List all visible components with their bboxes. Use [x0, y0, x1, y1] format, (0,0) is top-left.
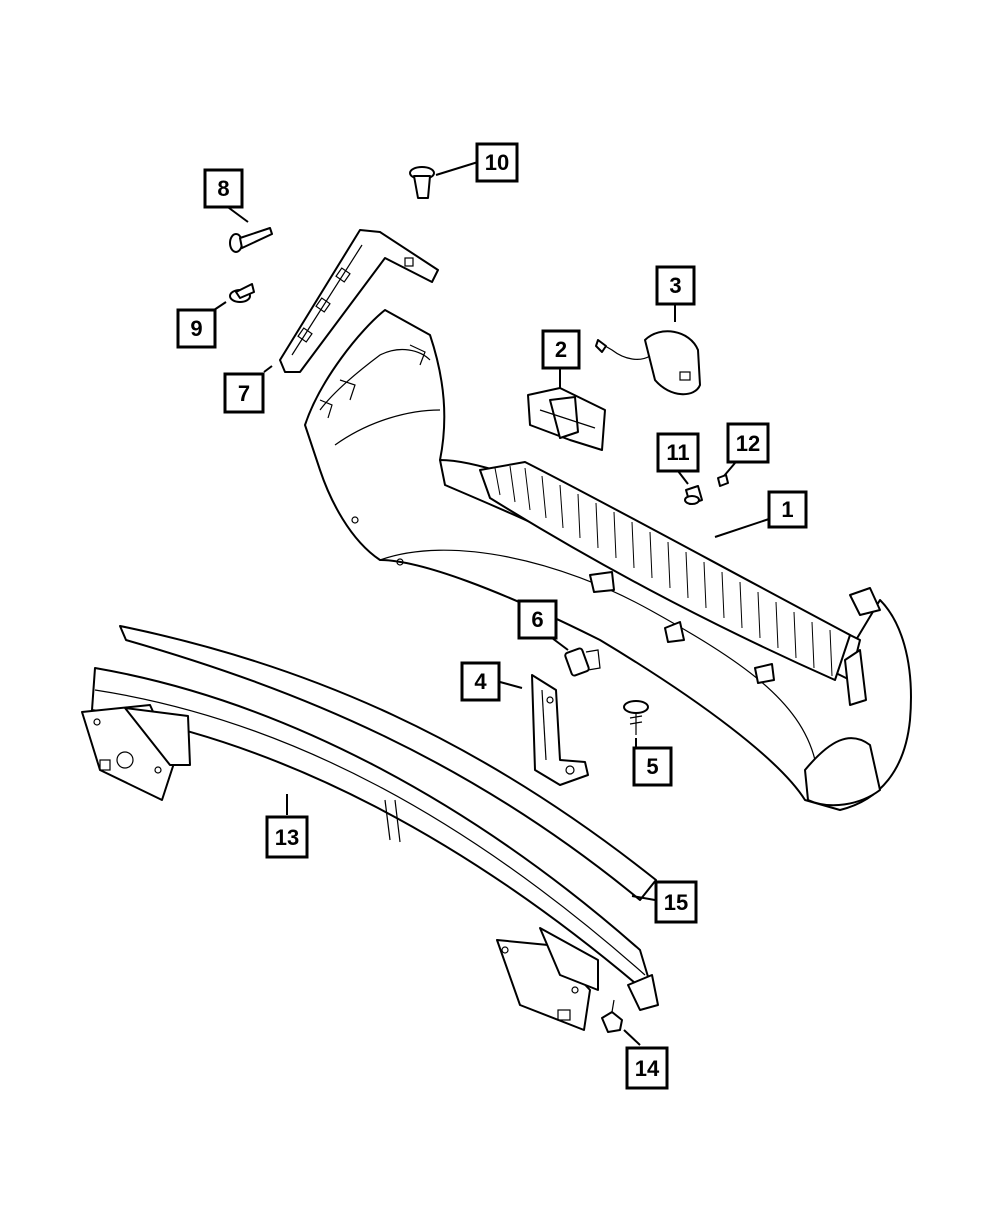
callout-15: 15 [654, 880, 698, 924]
part-2-license-lamp-bracket [527, 387, 606, 451]
callout-11-label: 11 [666, 440, 689, 465]
callout-9-label: 9 [190, 316, 202, 341]
callout-12-label: 12 [736, 431, 760, 456]
callout-2: 2 [541, 329, 581, 370]
part-6-bolt-icon [564, 647, 601, 677]
callout-14: 14 [625, 1046, 669, 1090]
callout-4-label: 4 [474, 669, 487, 694]
callout-7-label: 7 [238, 381, 250, 406]
part-11-nut-icon [684, 485, 703, 505]
callout-3-label: 3 [669, 273, 681, 298]
part-14-bolt-icon [601, 999, 623, 1033]
callout-10: 10 [475, 142, 519, 183]
part-8-push-pin-icon [229, 227, 273, 253]
callout-13: 13 [265, 815, 309, 859]
part-10-clip-icon [409, 166, 435, 199]
callout-1: 1 [767, 490, 808, 529]
callout-3: 3 [655, 265, 696, 306]
callout-1-label: 1 [781, 497, 793, 522]
callout-15-label: 15 [664, 890, 688, 915]
callout-5-label: 5 [646, 754, 658, 779]
callout-11: 11 [656, 432, 700, 473]
part-3-tow-hook-cover [595, 330, 701, 396]
part-7-fascia-support-bracket [279, 229, 439, 373]
callout-12: 12 [726, 422, 770, 464]
callout-9: 9 [176, 308, 217, 349]
callout-4: 4 [460, 661, 501, 702]
callout-13-label: 13 [275, 825, 299, 850]
callout-10-label: 10 [485, 150, 509, 175]
callout-2-label: 2 [555, 337, 567, 362]
callout-14-label: 14 [635, 1056, 660, 1081]
callout-8-label: 8 [217, 176, 229, 201]
callout-7: 7 [223, 372, 265, 414]
callout-8: 8 [203, 168, 244, 209]
callout-6-label: 6 [531, 607, 543, 632]
part-12-screw-icon [717, 474, 729, 487]
part-5-screw-icon [623, 700, 649, 735]
callout-5: 5 [632, 746, 673, 787]
part-13-bumper-reinforcement-beam [81, 625, 659, 1031]
step-pad-ribs [494, 465, 833, 677]
part-4-mounting-bracket [531, 674, 589, 786]
callout-6: 6 [517, 599, 558, 640]
part-9-push-pin-icon [229, 283, 255, 303]
part-1-bumper-fascia [304, 309, 912, 811]
